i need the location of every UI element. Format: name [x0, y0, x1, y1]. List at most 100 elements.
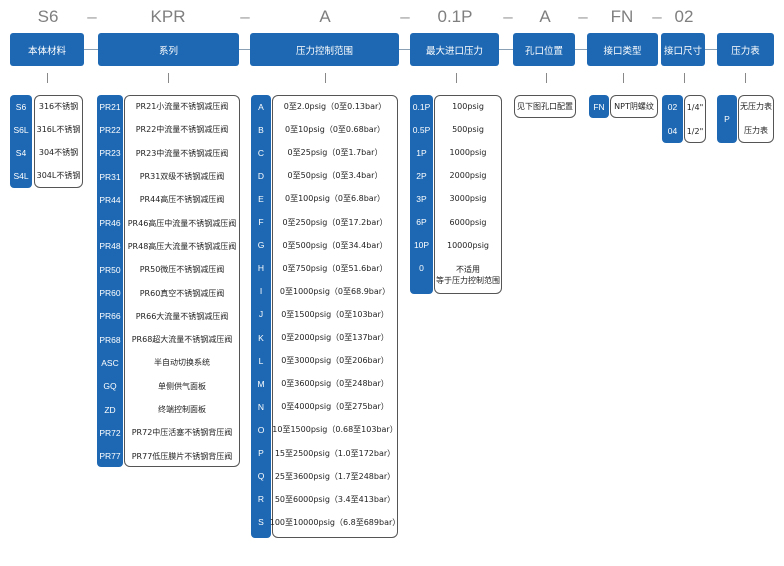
option-description: 0至4000psig（0至275bar）	[281, 402, 389, 412]
header-connector	[704, 49, 718, 50]
code-fn: FN	[610, 7, 634, 26]
option-description: 2000psig	[449, 171, 487, 181]
option-code: PR31	[99, 171, 121, 182]
gauge-code: P	[724, 114, 730, 124]
option-code: 6P	[416, 217, 427, 228]
option-description: 100至10000psig（6.8至689bar）	[269, 517, 401, 527]
option-code: 04	[667, 126, 678, 136]
option-code: I	[259, 286, 263, 297]
option-description: PR77低压膜片不锈钢背压阀	[131, 451, 233, 461]
option-code: 1P	[416, 147, 427, 158]
tick	[745, 73, 746, 83]
option-description: 1/2"	[686, 126, 704, 136]
code-inlet: 0.1P	[437, 7, 473, 26]
option-code: ZD	[104, 404, 116, 415]
gauge-group: P 无压力表 压力表	[717, 95, 774, 143]
option-description: PR48高压大流量不锈钢减压阀	[127, 241, 237, 251]
option-code: PR22	[99, 124, 121, 135]
option-code: S4	[15, 147, 27, 158]
option-description: 500psig	[452, 125, 484, 135]
option-description: 0至50psig（0至3.4bar）	[287, 171, 383, 181]
option-description: 100psig	[452, 102, 484, 112]
option-code: GQ	[103, 381, 117, 392]
option-description: PR68超大流量不锈钢减压阀	[131, 335, 233, 345]
option-description: 0至250psig（0至17.2bar）	[282, 217, 388, 227]
option-code: M	[257, 378, 265, 389]
option-code: O	[257, 424, 265, 435]
option-code: PR23	[99, 148, 121, 159]
tick	[456, 73, 457, 83]
option-description: 25至3600psig（1.7至248bar）	[274, 471, 396, 481]
option-code: FN	[593, 101, 605, 112]
option-code: R	[257, 494, 265, 505]
description-box	[34, 95, 83, 188]
option-description: 10至1500psig（0.68至103bar）	[272, 425, 398, 435]
description-box	[434, 95, 502, 294]
description-box	[684, 95, 706, 143]
option-description-line: 等于压力控制范围	[436, 276, 500, 286]
option-description: 0至100psig（0至6.8bar）	[285, 194, 385, 204]
option-code: PR77	[99, 451, 121, 462]
option-description: 3000psig	[449, 194, 487, 204]
gauge-options-box: 无压力表 压力表	[738, 95, 774, 143]
option-description: 10000psig	[447, 240, 489, 250]
option-description: 50至6000psig（3.4至413bar）	[274, 494, 396, 504]
option-code: P	[258, 448, 264, 459]
option-code: PR72	[99, 427, 121, 438]
option-description: 6000psig	[449, 217, 487, 227]
connection-type-group: FN NPT阴螺纹	[589, 95, 658, 118]
option-description: PR21小流量不锈钢减压阀	[135, 102, 229, 112]
option-code: PR44	[99, 194, 121, 205]
tick	[546, 73, 547, 83]
description-box	[272, 95, 398, 538]
option-code: PR50	[99, 264, 121, 275]
header-material: 本体材料	[10, 33, 84, 66]
option-code: 02	[667, 102, 678, 112]
code-dash: –	[652, 7, 662, 26]
option-description: PR23中流量不锈钢减压阀	[135, 148, 229, 158]
header-pressure-range: 压力控制范围	[250, 33, 399, 66]
option-description: 0至750psig（0至51.6bar）	[282, 263, 388, 273]
option-description: 15至2500psig（1.0至172bar）	[274, 448, 396, 458]
option-code: PR46	[99, 218, 121, 229]
option-code: A	[258, 101, 264, 112]
gauge-option-none: 无压力表	[740, 102, 772, 111]
option-description: 0至1500psig（0至103bar）	[281, 309, 389, 319]
code-dash: –	[578, 7, 588, 26]
header-connector	[238, 49, 252, 50]
option-description: 1000psig	[449, 148, 487, 158]
option-description: 0至1000psig（0至68.9bar）	[279, 286, 391, 296]
tick	[168, 73, 169, 83]
option-code: PR68	[99, 334, 121, 345]
option-code: H	[257, 263, 265, 274]
option-description: PR31双级不锈钢减压阀	[139, 172, 225, 182]
code-label-bar	[10, 95, 32, 188]
option-description: 半自动切换系统	[154, 358, 210, 368]
header-connector	[498, 49, 514, 50]
code-label-bar	[589, 95, 609, 118]
option-code: PR60	[99, 288, 121, 299]
option-description: 1/4"	[686, 102, 704, 112]
gauge-code-bar: P	[717, 95, 737, 143]
option-code: 0.1P	[412, 101, 431, 112]
option-code: PR21	[99, 101, 121, 112]
connection-size-group: 02 1/4" 04 1/2"	[662, 95, 706, 143]
option-description: PR46高压中流量不锈钢减压阀	[127, 218, 237, 228]
option-description: 304L不锈钢	[36, 171, 81, 180]
header-connector	[84, 49, 100, 50]
option-description: 0至10psig（0至0.68bar）	[285, 125, 385, 135]
option-code: C	[257, 147, 265, 158]
header-connection-size: 接口尺寸	[661, 33, 705, 66]
option-description: NPT阴螺纹	[614, 102, 654, 111]
option-code: S4L	[13, 170, 29, 181]
code-dash: –	[503, 7, 513, 26]
option-description: PR50微压不锈钢减压阀	[139, 265, 225, 275]
option-code: 0.5P	[412, 124, 431, 135]
option-code: B	[258, 124, 264, 135]
option-description: 不适用等于压力控制范围	[434, 257, 502, 294]
header-connector	[398, 49, 412, 50]
code-kpr: KPR	[150, 7, 186, 26]
